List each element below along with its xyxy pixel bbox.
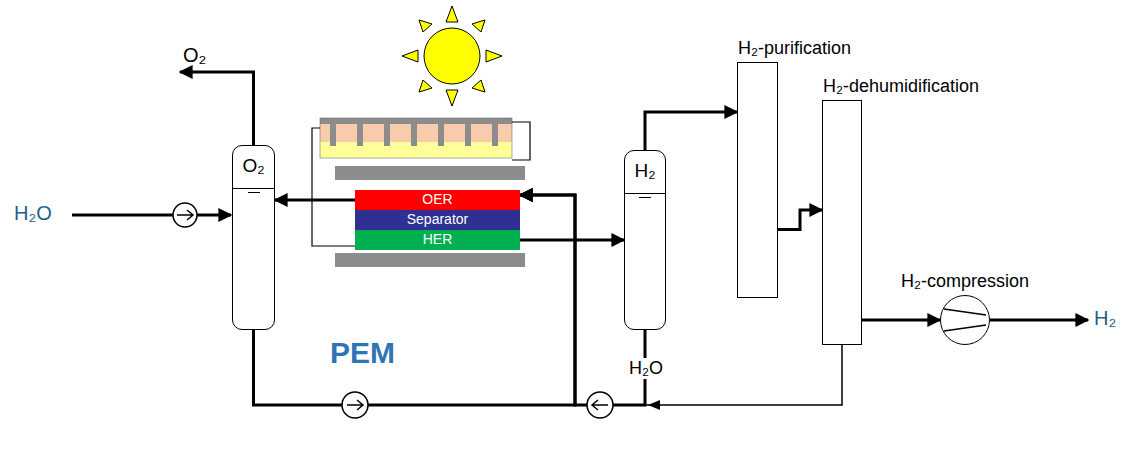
flow-label: H₂O	[14, 202, 52, 225]
sun-symbol	[402, 6, 502, 106]
separator-tank: O₂	[232, 145, 275, 330]
box-title: H₂-purification	[738, 39, 851, 59]
pump-symbol	[342, 392, 368, 418]
flow-line	[645, 112, 737, 150]
box-label: OER	[422, 192, 452, 207]
flow-line	[254, 195, 576, 405]
compressor-symbol: H₂-compression	[940, 295, 990, 345]
process-box: H₂-dehumidification	[822, 100, 862, 345]
flow-line	[520, 195, 842, 405]
box-label: H₂	[634, 161, 655, 182]
pump-symbol	[173, 203, 197, 227]
box-label: O₂	[242, 156, 264, 177]
flow-label: H₂O	[627, 358, 665, 379]
flow-line	[778, 210, 822, 230]
flow-line	[862, 319, 940, 322]
membrane-layer: Separator	[355, 210, 520, 230]
box-title: H₂-compression	[901, 272, 1029, 292]
pv-finger	[492, 124, 498, 146]
liquid-level	[233, 188, 274, 189]
wire	[312, 128, 355, 246]
electrode-layer: OER	[355, 190, 520, 210]
process-box: H₂-purification	[737, 62, 778, 298]
pv-finger	[411, 124, 417, 146]
flow-arrowhead	[648, 400, 660, 410]
pv-finger	[384, 124, 390, 146]
box-label: HER	[423, 232, 453, 247]
pump-symbol	[587, 392, 613, 418]
electrode-layer: HER	[355, 230, 520, 250]
liquid-level	[639, 197, 651, 198]
pv-finger	[330, 124, 336, 146]
separator-tank: H₂	[624, 150, 666, 330]
compressor-blades	[940, 295, 990, 345]
pv-finger	[438, 124, 444, 146]
liquid-level	[625, 193, 665, 194]
pv-finger	[357, 124, 363, 146]
technology-label: PEM	[330, 336, 395, 371]
water-inlet-line	[72, 214, 231, 217]
flow-label: H₂	[1094, 307, 1116, 330]
flow-line	[520, 195, 645, 405]
current-collector	[335, 253, 525, 267]
flow-line	[275, 199, 355, 202]
pv-cell	[320, 118, 512, 158]
box-title: H₂-dehumidification	[823, 77, 979, 97]
current-collector	[335, 166, 525, 180]
hydrogen-outlet-line	[990, 319, 1088, 322]
liquid-level	[248, 192, 260, 193]
box-label: Separator	[407, 212, 468, 227]
oxygen-outlet-line	[180, 72, 254, 145]
wire	[512, 122, 530, 160]
flow-label: O₂	[183, 44, 206, 67]
pv-finger	[465, 124, 471, 146]
flow-line	[520, 239, 624, 242]
